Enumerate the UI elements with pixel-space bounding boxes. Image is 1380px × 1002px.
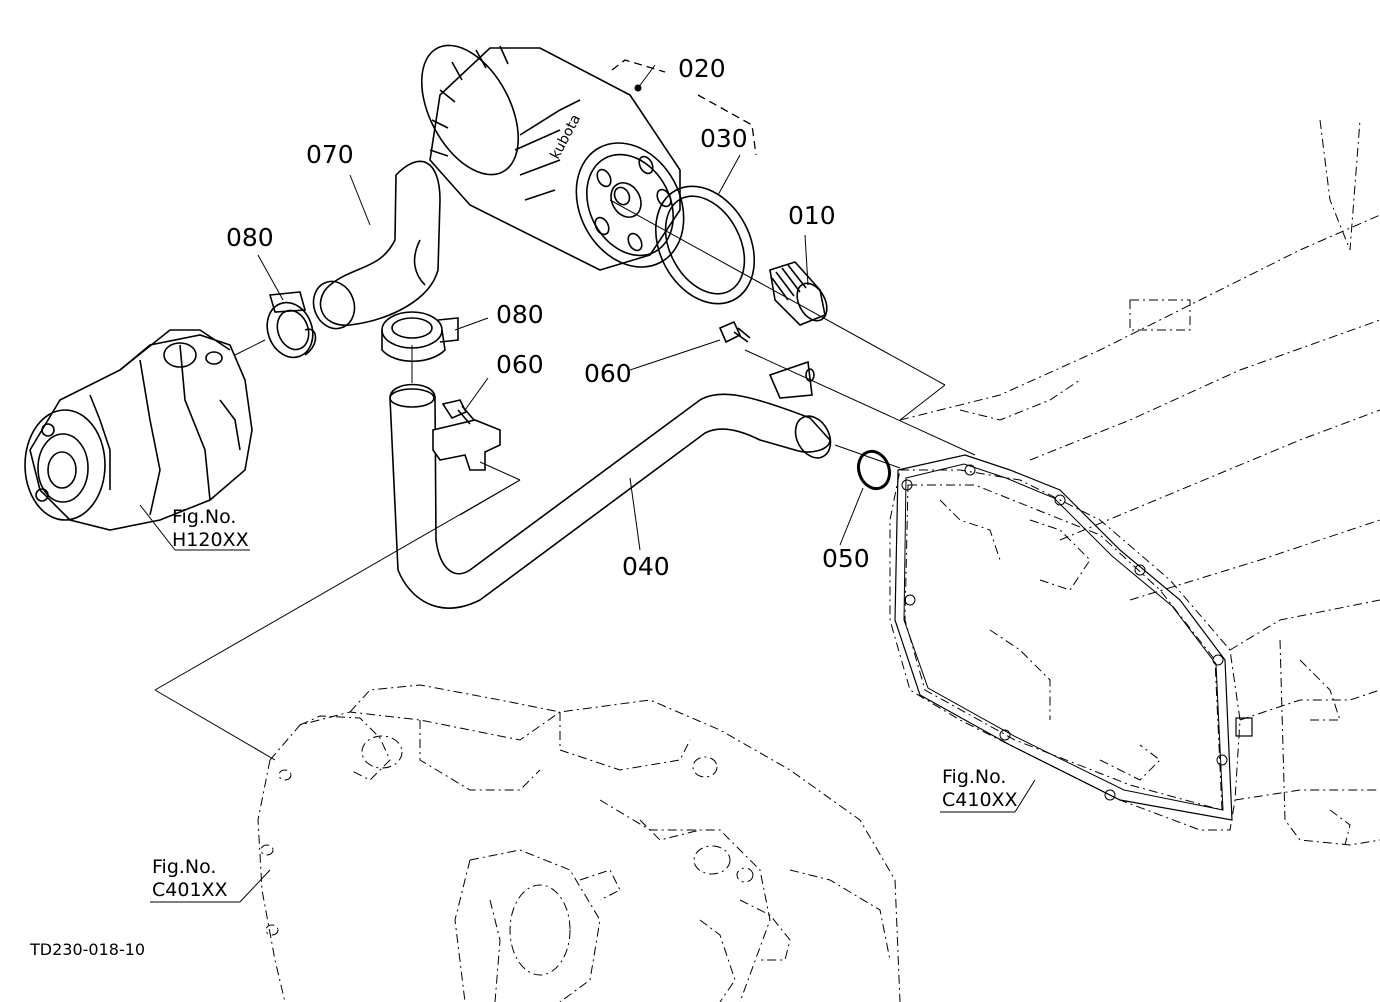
hydraulic-pump [24, 329, 253, 531]
label-010: 010 [788, 201, 836, 230]
label-030: 030 [700, 124, 748, 153]
suction-hose [312, 160, 441, 330]
rear-housing-flange [894, 454, 1253, 821]
stay-bracket [432, 419, 501, 471]
label-020: 020 [678, 54, 726, 83]
ref-c401-line1: Fig.No. [152, 856, 216, 878]
front-housing-phantom [257, 684, 901, 1002]
label-070: 070 [306, 140, 354, 169]
leader-lines [139, 59, 1036, 903]
hose-clamp-right [381, 311, 459, 362]
drawing-number: TD230-018-10 [29, 940, 145, 959]
ref-c401-line2: C401XX [152, 879, 228, 901]
filter-nipple [769, 261, 828, 326]
label-060-upper: 060 [584, 359, 632, 388]
ref-h120-line1: Fig.No. [172, 506, 236, 528]
label-080-right: 080 [496, 300, 544, 329]
ref-c410-line1: Fig.No. [942, 766, 1006, 788]
bolt-lower [441, 399, 475, 425]
oil-filter: kubota [420, 44, 685, 271]
oil-pipe [389, 360, 832, 609]
bolt-upper [718, 320, 751, 344]
figure-references: Fig.No. H120XX Fig.No. C410XX Fig.No. C4… [152, 506, 1018, 901]
label-040: 040 [622, 552, 670, 581]
label-080-left: 080 [226, 223, 274, 252]
label-050: 050 [822, 544, 870, 573]
ref-c410-line2: C410XX [942, 789, 1018, 811]
filter-gasket [654, 185, 756, 305]
assembly-lines [154, 199, 976, 761]
label-060-lower: 060 [496, 350, 544, 379]
ref-h120-line2: H120XX [172, 529, 249, 551]
hose-clamp-left [266, 291, 317, 359]
rear-housing-phantom [889, 119, 1380, 846]
o-ring [856, 449, 892, 491]
part-labels: 020 030 010 070 080 080 060 060 040 050 [226, 54, 870, 581]
